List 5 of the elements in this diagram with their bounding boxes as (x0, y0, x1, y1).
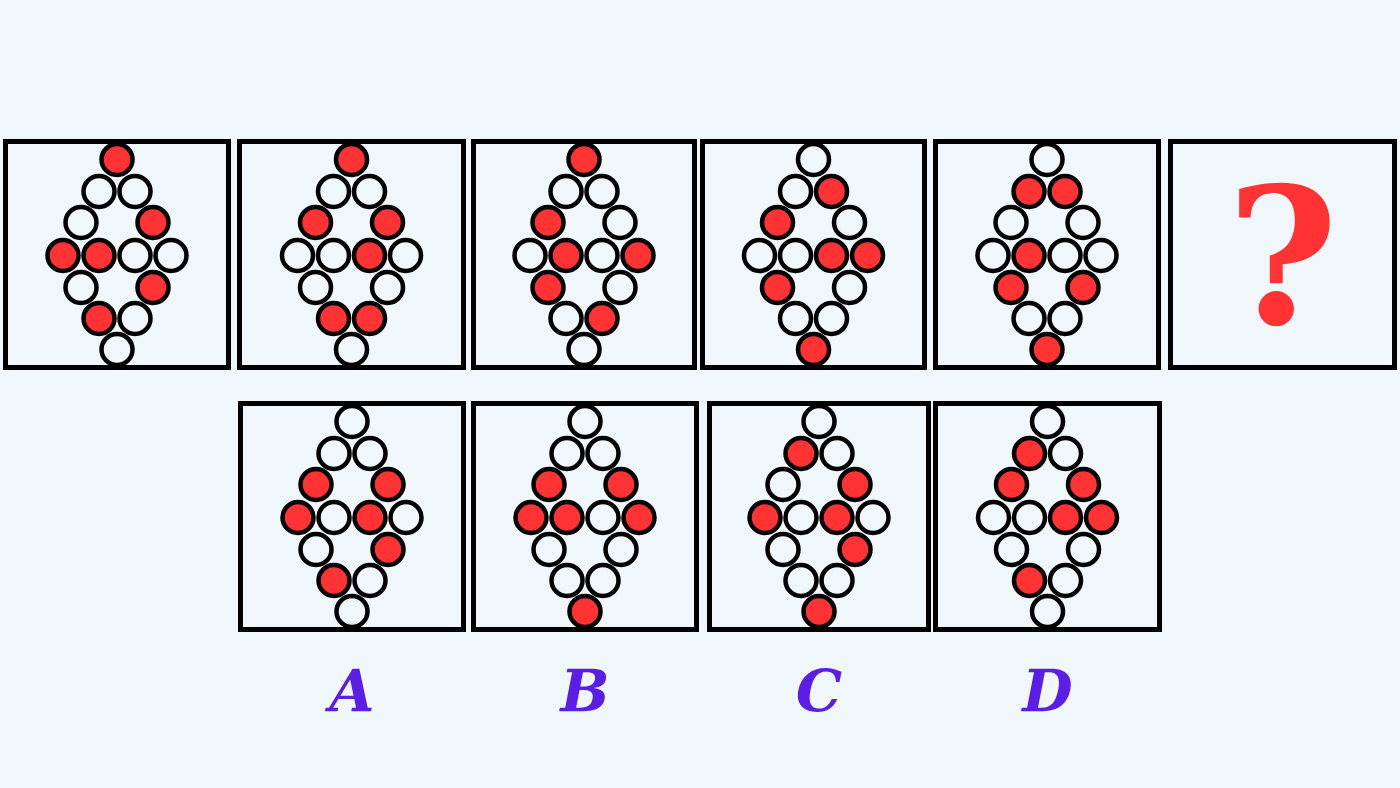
option-letter: C (797, 668, 842, 712)
option-letter: A (324, 668, 372, 712)
option-letter: B (559, 668, 607, 712)
question-box: ? (1168, 139, 1397, 370)
option-letter: D (1021, 668, 1071, 712)
